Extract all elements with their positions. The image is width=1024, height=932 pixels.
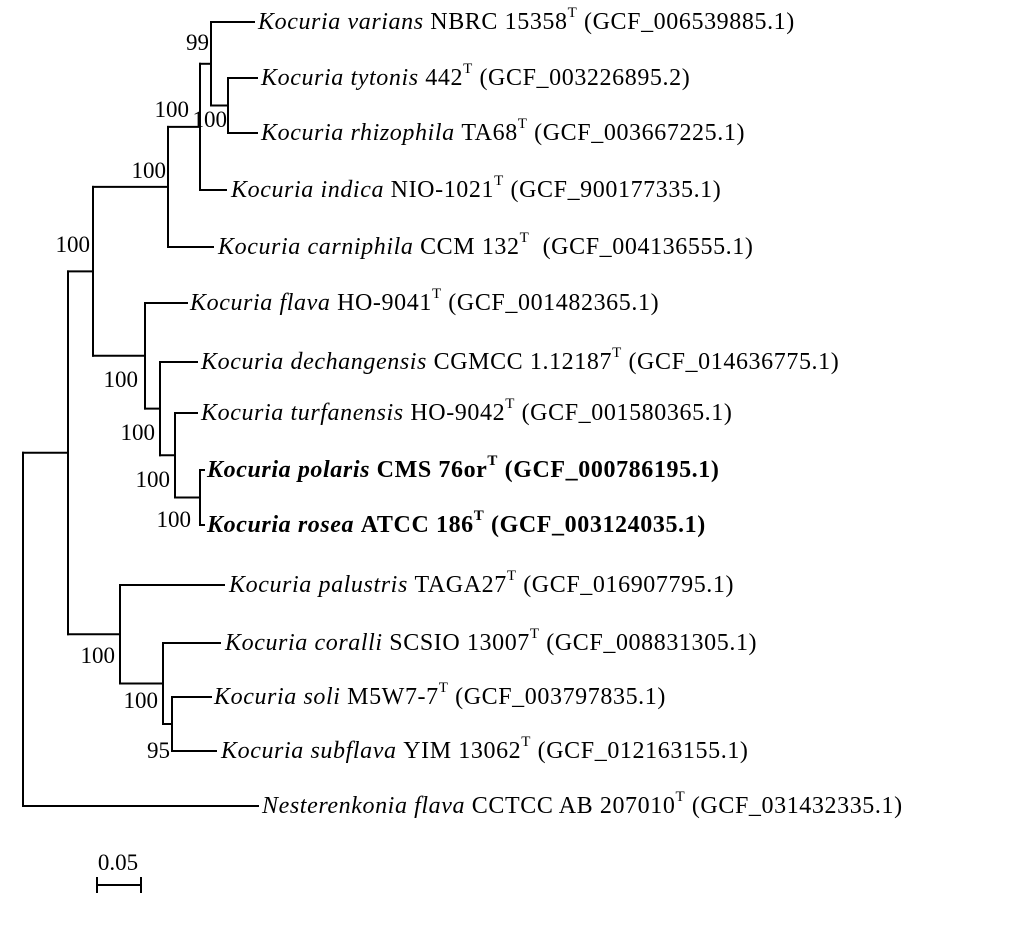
taxon-label-part: (GCF_031432335.1) — [685, 793, 902, 819]
taxon-label-part: (GCF_014636775.1) — [622, 349, 839, 375]
taxon-label-kocuria-soli: Kocuria soli M5W7-7T (GCF_003797835.1) — [213, 680, 666, 710]
taxon-label-part: (GCF_001482365.1) — [442, 290, 659, 316]
scale-bar-label: 0.05 — [98, 850, 138, 875]
taxon-label-kocuria-rosea: Kocuria rosea ATCC 186T (GCF_003124035.1… — [206, 508, 706, 538]
taxon-label-part: YIM 13062 — [397, 738, 522, 764]
type-strain-superscript: T — [507, 568, 517, 584]
taxon-label-part: (GCF_012163155.1) — [531, 738, 748, 764]
type-strain-superscript: T — [432, 286, 442, 302]
taxon-label-part: (GCF_016907795.1) — [517, 572, 734, 598]
bootstrap-value: 100 — [121, 420, 156, 445]
taxon-label-part: (GCF_000786195.1) — [498, 457, 719, 483]
taxon-label-part: ATCC 186 — [354, 512, 474, 538]
taxon-label-part: NBRC 15358 — [424, 9, 568, 35]
bootstrap-value: 100 — [193, 107, 228, 132]
taxon-label-part: Kocuria indica — [230, 177, 384, 203]
taxon-label-part: (GCF_006539885.1) — [577, 9, 794, 35]
taxon-label-part: Kocuria soli — [213, 684, 341, 710]
taxon-label-part: 442 — [419, 65, 463, 91]
type-strain-superscript: T — [520, 230, 530, 246]
taxon-label-part: (GCF_004136555.1) — [529, 234, 753, 260]
taxon-label-kocuria-varians: Kocuria varians NBRC 15358T (GCF_0065398… — [257, 5, 795, 35]
taxon-label-part: TAGA27 — [408, 572, 507, 598]
taxon-label-nesterenkonia-flava: Nesterenkonia flava CCTCC AB 207010T (GC… — [261, 789, 903, 819]
taxon-label-part: Kocuria coralli — [224, 630, 383, 656]
type-strain-superscript: T — [518, 116, 528, 132]
taxon-label-part: CCTCC AB 207010 — [465, 793, 675, 819]
taxon-label-kocuria-turfanensis: Kocuria turfanensis HO-9042T (GCF_001580… — [200, 396, 732, 426]
taxon-label-kocuria-subflava: Kocuria subflava YIM 13062T (GCF_0121631… — [220, 734, 749, 764]
taxon-label-part: Kocuria polaris — [206, 457, 370, 483]
taxon-label-kocuria-rhizophila: Kocuria rhizophila TA68T (GCF_003667225.… — [260, 116, 745, 146]
type-strain-superscript: T — [505, 396, 515, 412]
bootstrap-value: 100 — [104, 367, 139, 392]
taxon-label-kocuria-palustris: Kocuria palustris TAGA27T (GCF_016907795… — [228, 568, 734, 598]
taxon-label-part: (GCF_003797835.1) — [449, 684, 666, 710]
bootstrap-value: 100 — [157, 507, 192, 532]
bootstrap-value: 100 — [132, 158, 167, 183]
type-strain-superscript: T — [439, 680, 449, 696]
taxon-label-kocuria-indica: Kocuria indica NIO-1021T (GCF_900177335.… — [230, 173, 721, 203]
taxon-label-part: HO-9041 — [330, 290, 431, 316]
taxon-label-kocuria-coralli: Kocuria coralli SCSIO 13007T (GCF_008831… — [224, 626, 757, 656]
type-strain-superscript: T — [530, 626, 540, 642]
taxon-label-part: (GCF_900177335.1) — [504, 177, 721, 203]
taxon-label-part: (GCF_003124035.1) — [484, 512, 705, 538]
taxon-label-part: (GCF_001580365.1) — [515, 400, 732, 426]
taxon-label-part: M5W7-7 — [341, 684, 439, 710]
taxon-label-part: Kocuria turfanensis — [200, 400, 404, 426]
taxon-label-kocuria-dechangensis: Kocuria dechangensis CGMCC 1.12187T (GCF… — [200, 345, 839, 375]
taxon-label-part: TA68 — [455, 120, 518, 146]
bootstrap-value: 100 — [124, 688, 159, 713]
bootstrap-value: 99 — [186, 30, 209, 55]
taxon-label-part: SCSIO 13007 — [383, 630, 530, 656]
taxon-label-part: Kocuria carniphila — [217, 234, 413, 260]
type-strain-superscript: T — [487, 453, 498, 469]
type-strain-superscript: T — [568, 5, 578, 21]
taxon-label-part: (GCF_003226895.2) — [473, 65, 690, 91]
taxon-label-kocuria-flava: Kocuria flava HO-9041T (GCF_001482365.1) — [189, 286, 659, 316]
type-strain-superscript: T — [494, 173, 504, 189]
bootstrap-value: 100 — [136, 467, 171, 492]
taxon-label-part: NIO-1021 — [384, 177, 494, 203]
taxon-label-kocuria-polaris: Kocuria polaris CMS 76orT (GCF_000786195… — [206, 453, 719, 483]
taxon-label-part: (GCF_003667225.1) — [528, 120, 745, 146]
taxon-label-kocuria-carniphila: Kocuria carniphila CCM 132T (GCF_0041365… — [217, 230, 753, 260]
type-strain-superscript: T — [675, 789, 685, 805]
type-strain-superscript: T — [474, 508, 485, 524]
taxon-label-part: Kocuria dechangensis — [200, 349, 427, 375]
bootstrap-value: 100 — [155, 97, 190, 122]
bootstrap-value: 100 — [56, 232, 91, 257]
taxon-label-part: HO-9042 — [404, 400, 505, 426]
taxon-label-part: Kocuria tytonis — [260, 65, 419, 91]
bootstrap-value: 95 — [147, 738, 170, 763]
taxon-label-part: (GCF_008831305.1) — [540, 630, 757, 656]
taxon-label-kocuria-tytonis: Kocuria tytonis 442T (GCF_003226895.2) — [260, 61, 690, 91]
taxon-label-part: Kocuria rosea — [206, 512, 354, 538]
type-strain-superscript: T — [521, 734, 531, 750]
bootstrap-value: 100 — [81, 643, 116, 668]
type-strain-superscript: T — [612, 345, 622, 361]
taxon-label-part: CCM 132 — [413, 234, 519, 260]
taxon-label-part: Kocuria rhizophila — [260, 120, 455, 146]
taxon-label-part: Kocuria palustris — [228, 572, 408, 598]
taxon-label-part: Kocuria varians — [257, 9, 424, 35]
taxon-label-part: Kocuria flava — [189, 290, 330, 316]
taxon-label-part: Nesterenkonia flava — [261, 793, 465, 819]
taxon-label-part: Kocuria subflava — [220, 738, 397, 764]
taxon-label-part: CGMCC 1.12187 — [427, 349, 612, 375]
taxon-label-part: CMS 76or — [370, 457, 487, 483]
type-strain-superscript: T — [463, 61, 473, 77]
